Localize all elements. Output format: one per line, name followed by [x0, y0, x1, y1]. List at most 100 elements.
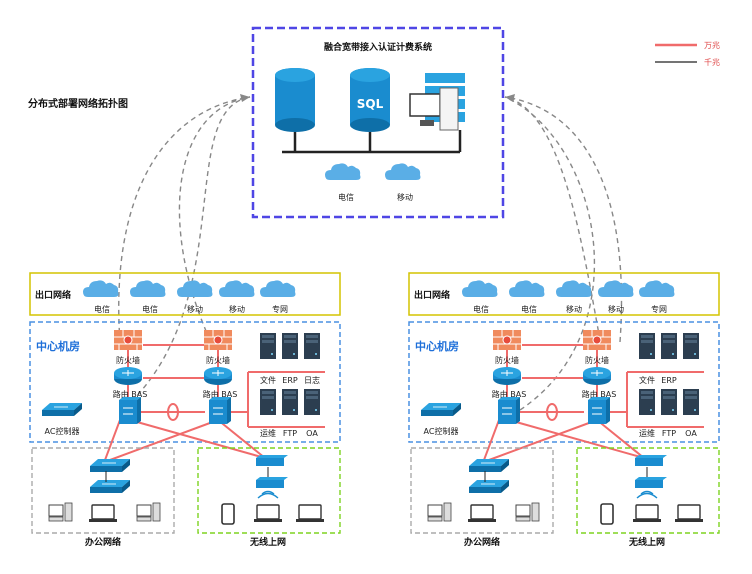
tablet-icon: [600, 503, 614, 525]
diagram-title: 分布式部署网络拓扑图: [28, 97, 128, 110]
server-workstation-icon: [409, 73, 465, 131]
cloud-icon: [83, 280, 119, 297]
desktop-icon: [136, 502, 161, 522]
firewall-icon: [113, 329, 143, 351]
desktop-icon: [515, 502, 540, 522]
server-icon: [683, 333, 699, 359]
server-label: ERP: [661, 376, 677, 385]
switch-icon: [89, 458, 131, 473]
server-icon: [304, 389, 320, 415]
desktop-icon: [48, 502, 73, 522]
office-network-box: [410, 447, 554, 534]
server-icon: [282, 333, 298, 359]
switch-icon: [468, 458, 510, 473]
central-system-title: 融合宽带接入认证计费系统: [324, 41, 432, 53]
wifi-icon: [636, 490, 658, 499]
wireless-network-box: [197, 447, 341, 534]
server-label: 日志: [304, 375, 320, 385]
center-room-label: 中心机房: [36, 339, 80, 353]
exit-network-box: [29, 272, 341, 316]
exit-cloud-label: 专网: [651, 304, 667, 314]
exit-cloud-label: 电信: [521, 304, 537, 314]
exit-cloud-label: 移动: [187, 304, 203, 314]
monitor-icon: [295, 504, 325, 523]
legend-label-10g: 万兆: [704, 40, 720, 50]
wireless-network-label: 无线上网: [628, 536, 665, 548]
exit-cloud-label: 移动: [229, 304, 245, 314]
office-network-label: 办公网络: [464, 536, 500, 548]
laptop-icon: [88, 504, 118, 523]
firewall-icon: [492, 329, 522, 351]
exit-network-box: [408, 272, 720, 316]
firewall-label: 防火墙: [495, 355, 519, 365]
cloud-icon: [462, 280, 498, 297]
server-icon: [639, 333, 655, 359]
server-label: 文件: [639, 375, 655, 385]
legend: 万兆 千兆: [655, 40, 720, 67]
switch-icon: [468, 479, 510, 494]
exit-cloud-label: 移动: [608, 304, 624, 314]
router-icon: [203, 366, 233, 386]
server-label: 运维: [260, 428, 276, 438]
site-left: 出口网络 电信 电信 移动 移动 专网 中心机房: [29, 272, 341, 548]
server-icon: [661, 389, 677, 415]
laptop-icon: [253, 504, 283, 523]
cloud-label-mobile: 移动: [397, 192, 413, 202]
tablet-icon: [221, 503, 235, 525]
site-right: 出口网络 电信 电信 移动 移动 专网 中心机房: [408, 272, 720, 548]
server-icon: [639, 389, 655, 415]
wireless-network-box: [576, 447, 720, 534]
center-room-box: [408, 321, 720, 443]
router-bas-label: 路由 BAS: [492, 389, 527, 399]
cloud-icon-telecom: [325, 163, 361, 180]
server-label: FTP: [283, 429, 297, 438]
cloud-icon: [219, 280, 255, 297]
bas-device-icon: [118, 396, 142, 425]
server-label: OA: [685, 429, 697, 438]
firewall-icon: [582, 329, 612, 351]
cloud-icon: [177, 280, 213, 297]
router-bas-label: 路由 BAS: [582, 389, 617, 399]
cloud-icon: [260, 280, 296, 297]
server-label: ERP: [282, 376, 298, 385]
bas-device-icon: [497, 396, 521, 425]
switch-icon: [89, 479, 131, 494]
router-icon: [582, 366, 612, 386]
central-system-box: [251, 26, 505, 219]
bas-device-icon: [587, 396, 611, 425]
firewall-label: 防火墙: [116, 355, 140, 365]
firewall-label: 防火墙: [585, 355, 609, 365]
exit-network-label: 出口网络: [414, 289, 450, 301]
router-icon: [113, 366, 143, 386]
exit-cloud-label: 电信: [94, 304, 110, 314]
office-network-box: [31, 447, 175, 534]
database-icon: [275, 68, 315, 132]
server-icon: [260, 333, 276, 359]
exit-cloud-label: 移动: [566, 304, 582, 314]
server-label: OA: [306, 429, 318, 438]
laptop-icon: [632, 504, 662, 523]
server-icon: [683, 389, 699, 415]
exit-cloud-label: 电信: [142, 304, 158, 314]
server-label: FTP: [662, 429, 676, 438]
server-icon: [260, 389, 276, 415]
cloud-icon: [130, 280, 166, 297]
access-point-icon: [635, 477, 667, 488]
access-point-icon: [256, 477, 288, 488]
ac-controller-label: AC控制器: [45, 426, 80, 436]
ac-controller-label: AC控制器: [424, 426, 459, 436]
firewall-icon: [203, 329, 233, 351]
router-icon: [492, 366, 522, 386]
office-network-label: 办公网络: [85, 536, 121, 548]
cloud-icon: [598, 280, 634, 297]
router-bas-label: 路由 BAS: [113, 389, 148, 399]
server-icon: [661, 333, 677, 359]
server-label: 运维: [639, 428, 655, 438]
exit-cloud-label: 专网: [272, 304, 288, 314]
server-icon: [304, 333, 320, 359]
firewall-label: 防火墙: [206, 355, 230, 365]
cloud-label-telecom: 电信: [338, 192, 354, 202]
cloud-icon: [639, 280, 675, 297]
wireless-network-label: 无线上网: [249, 536, 286, 548]
